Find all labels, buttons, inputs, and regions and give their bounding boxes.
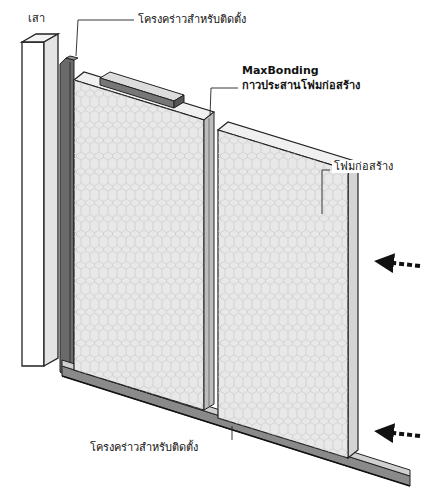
column (22, 34, 58, 366)
column-label: เสา (26, 12, 47, 25)
part-label: โฟมก่อสร้าง (332, 160, 395, 173)
top-channel (100, 72, 184, 108)
push-arrow (384, 262, 420, 436)
part-label: โครงคร่าวสำหรับติดตั้ง (136, 13, 248, 26)
foam-panel (74, 72, 214, 410)
product-name: MaxBonding (240, 64, 321, 77)
glue-strip (204, 112, 214, 410)
part-label: โครงคร่าวสำหรับติดตั้ง (88, 441, 200, 454)
part-label: กาวประสานโฟมก่อสร้าง (240, 79, 362, 92)
